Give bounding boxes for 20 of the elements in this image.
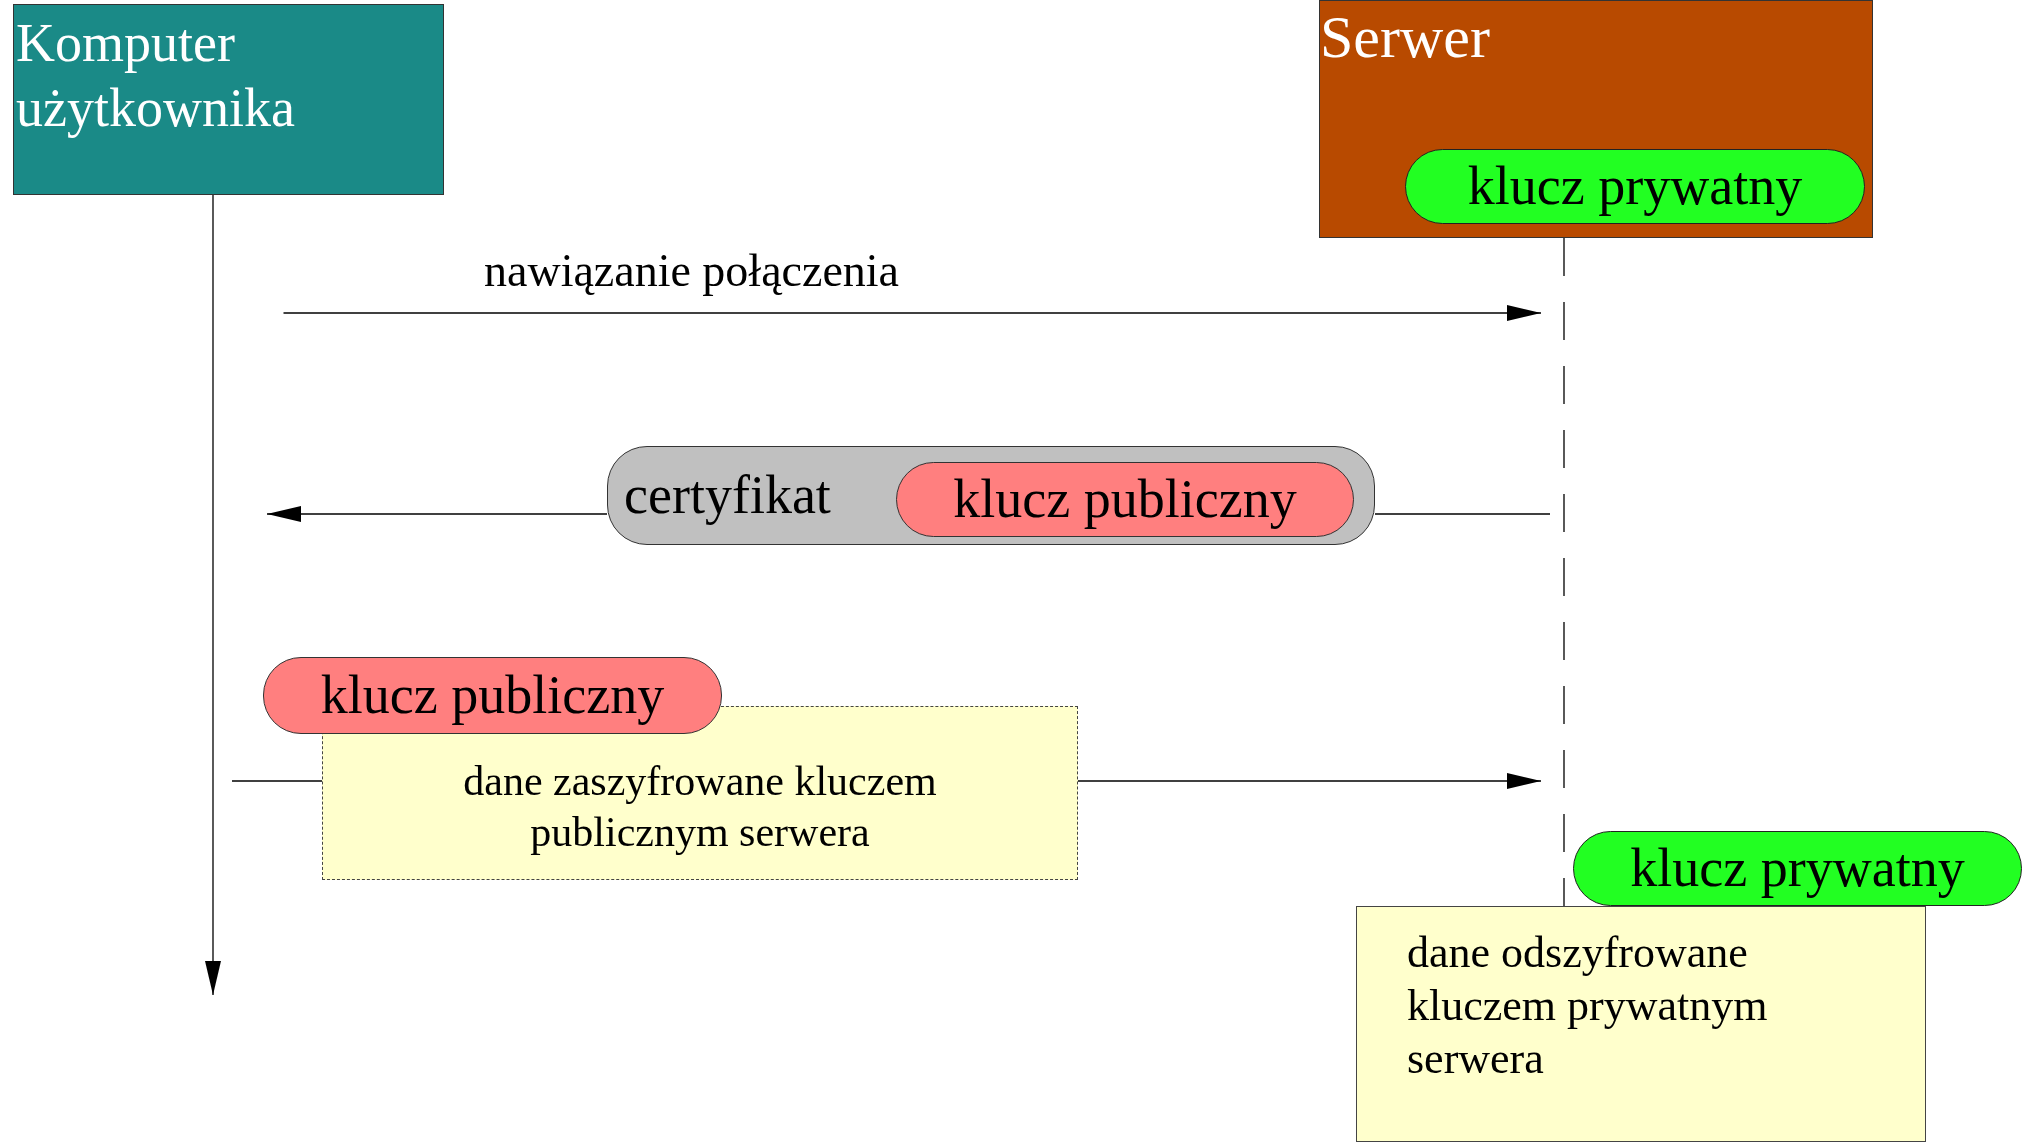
key-label: klucz prywatny	[1630, 837, 1965, 901]
key-label: klucz publiczny	[320, 664, 665, 728]
connector-line	[1563, 237, 1565, 907]
box-title: Komputer użytkownika	[16, 12, 296, 140]
arrow	[1077, 773, 1542, 789]
certificate-label: certyfikat	[624, 464, 831, 528]
key-label: klucz prywatny	[1467, 155, 1803, 219]
server-box	[1319, 0, 1873, 238]
box-title: Serwer	[1320, 3, 1490, 72]
connector-line	[1374, 513, 1551, 515]
arrow	[205, 194, 221, 996]
note-text: dane odszyfrowane kluczem prywatnym serwera	[1407, 927, 1769, 1085]
note-text: dane zaszyfrowane kluczem publicznym serwera	[462, 757, 938, 857]
key-label: klucz publiczny	[953, 468, 1297, 532]
certificate-pill	[607, 446, 1375, 545]
data-note	[1356, 906, 1926, 1142]
connector-line	[231, 780, 323, 782]
arrow	[266, 506, 608, 522]
computer-box	[13, 4, 444, 195]
arrow	[282, 305, 1542, 321]
